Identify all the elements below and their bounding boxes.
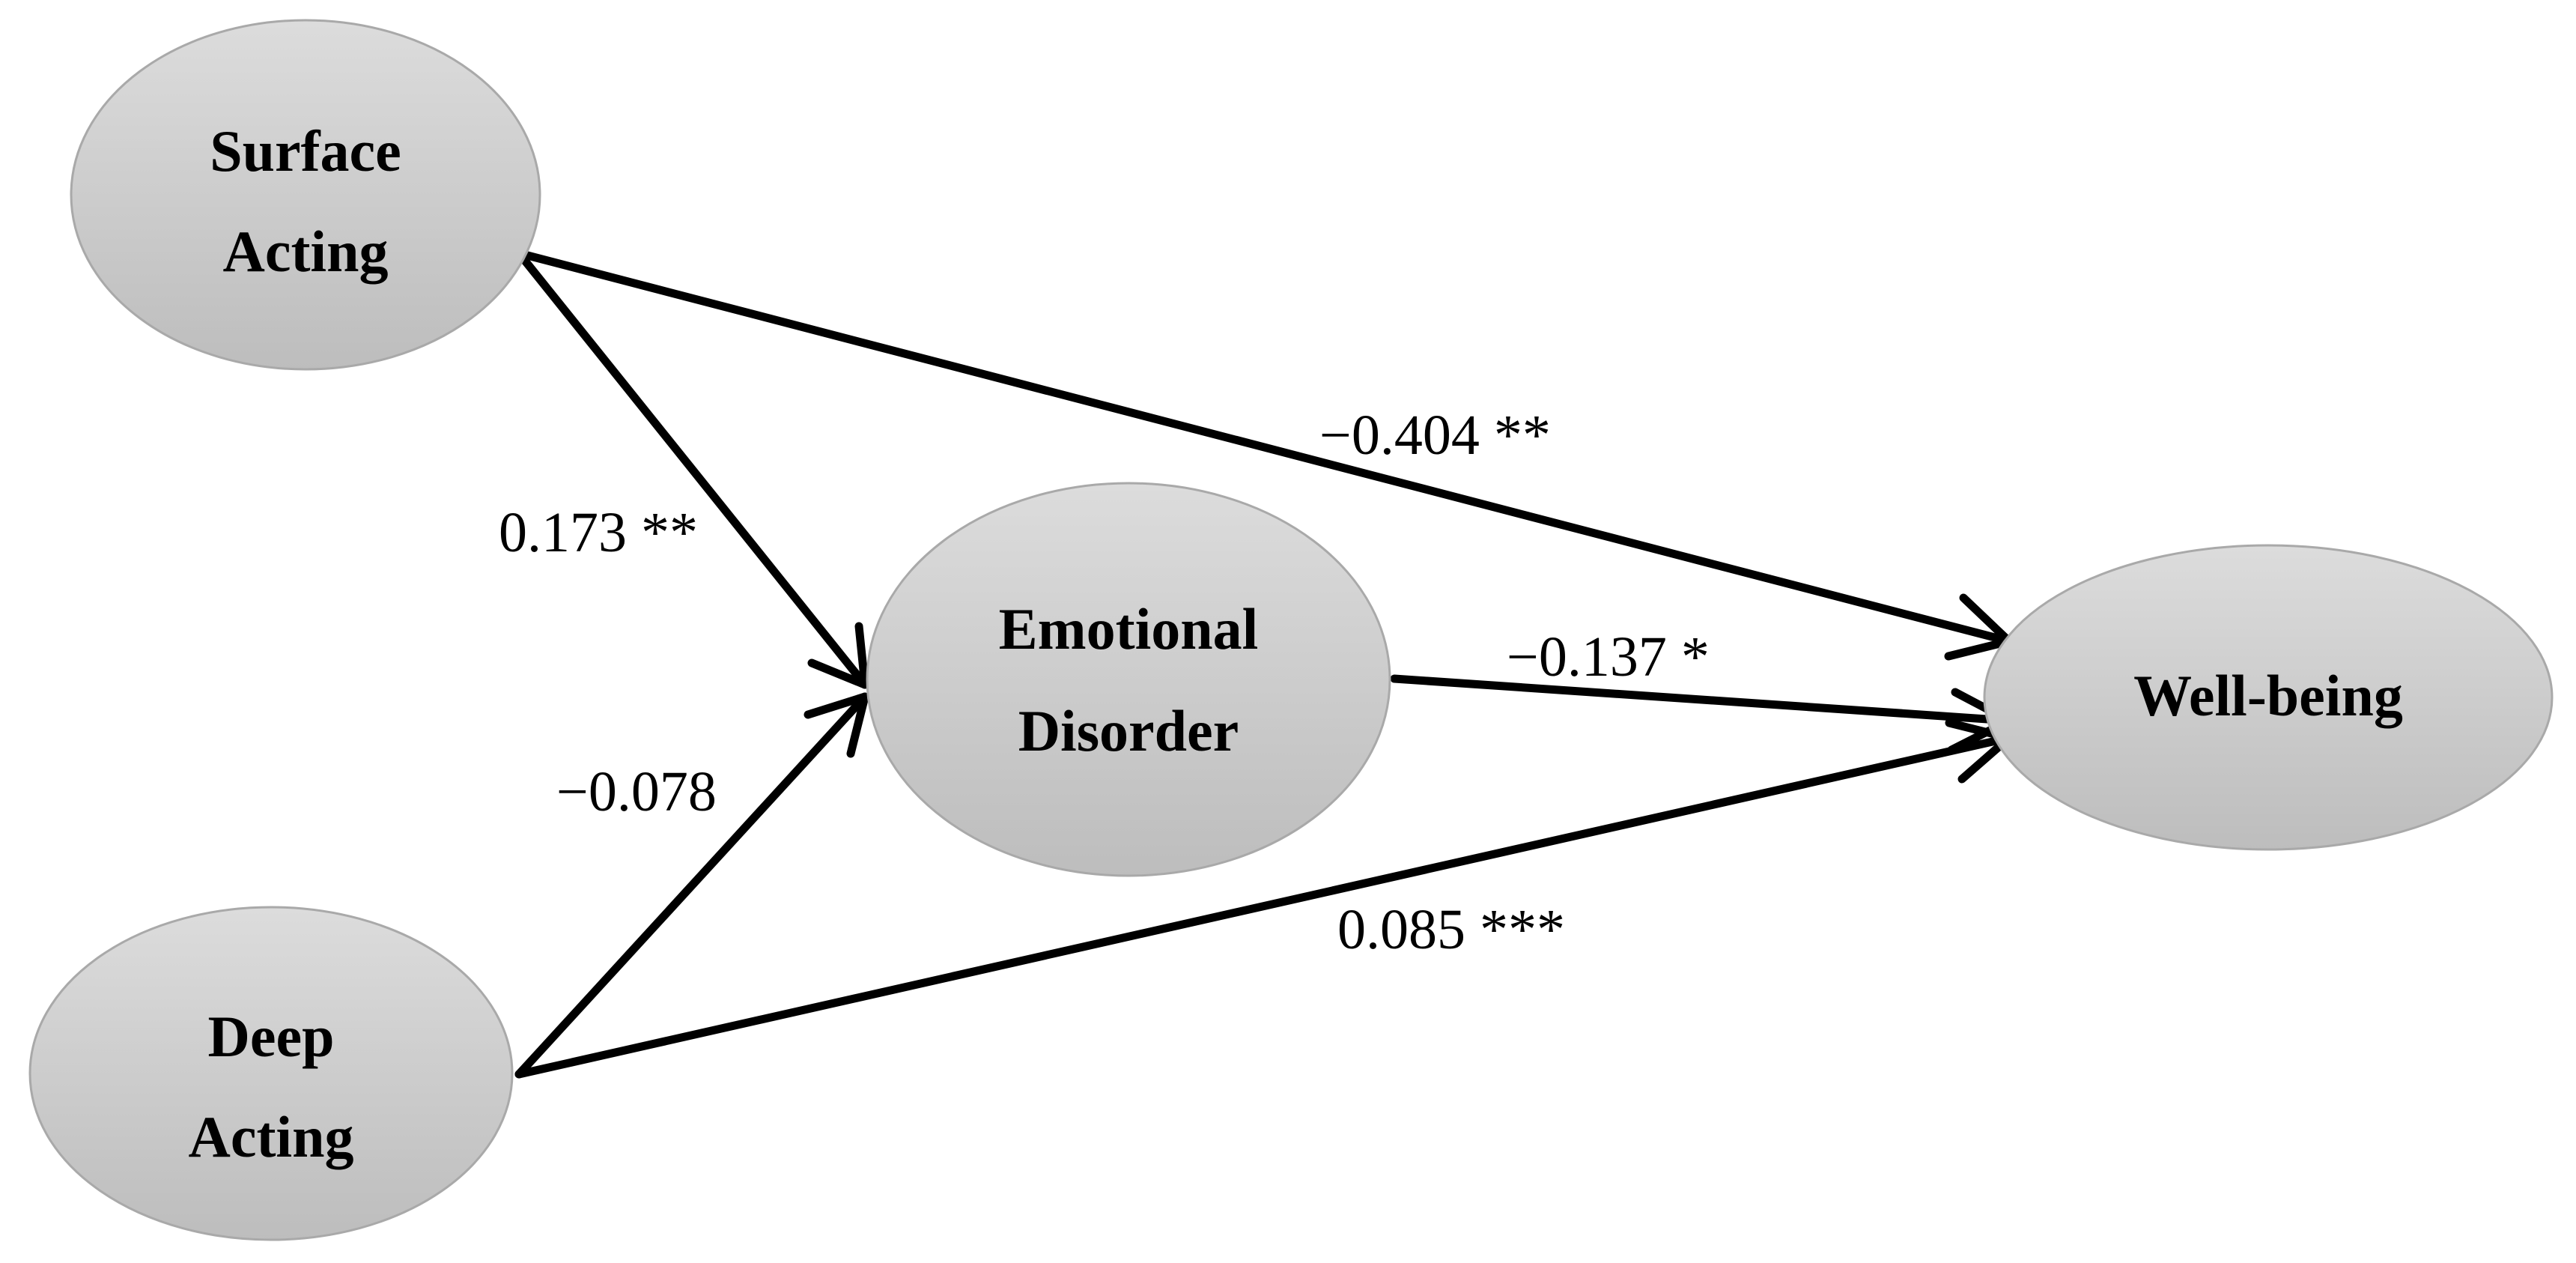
label-emotional-to-wellbeing: −0.137 *	[1507, 626, 1710, 688]
node-surface-acting: Surface Acting	[70, 19, 541, 371]
arrowhead-icon	[807, 622, 869, 689]
node-label-line1: Deep	[208, 1004, 335, 1069]
node-label-line2: Acting	[223, 219, 389, 284]
edge-line	[514, 692, 869, 1079]
label-surface-to-emotional: 0.173 **	[499, 501, 698, 564]
edge-line	[514, 733, 2014, 1079]
node-well-being: Well-being	[1983, 544, 2554, 851]
arrowhead-icon	[804, 692, 869, 758]
node-emotional-disorder: Emotional Disorder	[866, 482, 1391, 877]
edge-deep-to-emotional	[514, 692, 869, 1079]
node-label: Well-being	[2133, 663, 2403, 728]
node-label-line1: Emotional	[999, 596, 1259, 661]
node-shape	[866, 482, 1391, 877]
edge-line	[514, 249, 2014, 646]
label-deep-to-emotional: −0.078	[556, 760, 717, 823]
node-label-line2: Disorder	[1018, 698, 1239, 763]
node-deep-acting: Deep Acting	[28, 906, 514, 1241]
label-deep-to-wellbeing: 0.085 ***	[1337, 898, 1565, 961]
node-shape	[1983, 544, 2554, 851]
edge-surface-to-emotional	[514, 249, 869, 689]
edge-emotional-to-wellbeing	[1390, 674, 2014, 754]
edge-line	[1390, 674, 2014, 725]
node-label-line2: Acting	[189, 1104, 354, 1169]
edge-line	[514, 249, 869, 689]
node-shape	[28, 906, 514, 1241]
node-label-line1: Surface	[210, 118, 401, 184]
node-shape	[70, 19, 541, 371]
label-surface-to-wellbeing: −0.404 **	[1319, 404, 1551, 467]
